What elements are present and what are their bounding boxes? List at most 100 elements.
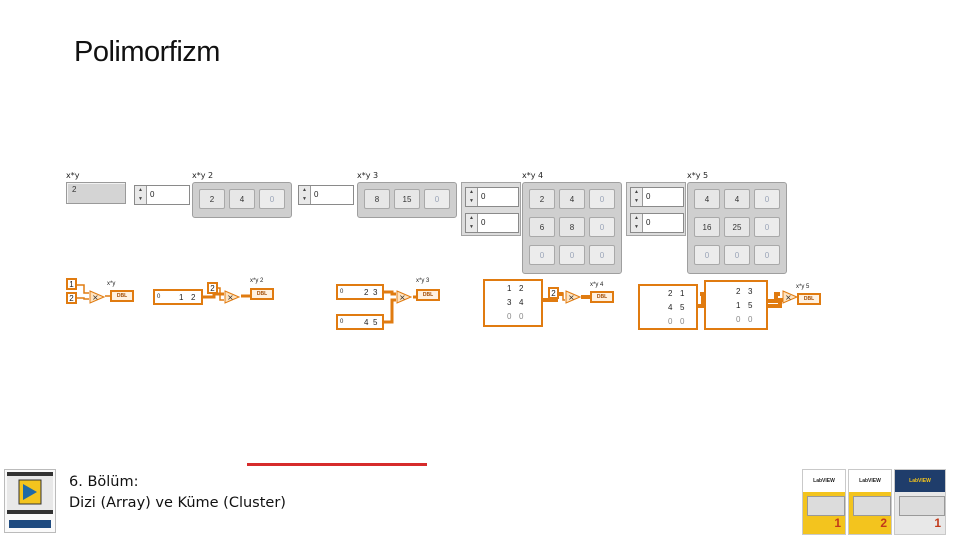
terminal-label: x*y 5 — [796, 284, 810, 290]
array-cell: 16 — [694, 217, 720, 237]
svg-text:×: × — [568, 293, 575, 302]
array-cell: 0 — [694, 245, 720, 265]
row-index-control[interactable]: ▲▼ 0 — [630, 187, 684, 207]
index-value: 0 — [314, 190, 319, 199]
numeric-constant[interactable]: 2 — [66, 292, 77, 304]
index-value: 0 — [646, 218, 651, 227]
indicator-label: x*y — [66, 171, 80, 180]
array-cell: 0 — [589, 245, 615, 265]
book-brand: LabVIEW — [803, 470, 845, 492]
book-number: 1 — [834, 516, 841, 530]
spinner-icon[interactable]: ▲▼ — [466, 188, 478, 206]
indicator-terminal[interactable]: DBL — [110, 290, 134, 302]
array-cell: 15 — [394, 189, 420, 209]
array-cell: 4 — [724, 189, 750, 209]
array-element: 3 — [507, 298, 512, 307]
book-cover: LabVIEW 2 — [848, 469, 892, 535]
index-value: 0 — [646, 192, 651, 201]
array-element: 0 — [736, 315, 741, 324]
array-constant[interactable]: 0 1 2 — [153, 289, 203, 305]
array-cell: 0 — [559, 245, 585, 265]
terminal-label: x*y — [107, 281, 116, 287]
2d-array-constant[interactable]: 1 2 3 4 0 0 — [483, 279, 543, 327]
array-cell: 4 — [559, 189, 585, 209]
array-constant[interactable]: 0 2 3 — [336, 284, 384, 300]
spinner-icon[interactable]: ▲▼ — [299, 186, 311, 204]
multiply-icon[interactable]: × — [89, 290, 105, 304]
numeric-constant[interactable]: 2 — [207, 282, 218, 294]
array-index: 0 — [340, 289, 344, 295]
array-element: 0 — [668, 317, 673, 326]
numeric-constant[interactable]: 1 — [66, 278, 77, 290]
spinner-icon[interactable]: ▲▼ — [631, 188, 643, 206]
column-index-control[interactable]: ▲▼ 0 — [630, 213, 684, 233]
row-index-control[interactable]: ▲▼ 0 — [465, 187, 519, 207]
array-cell: 0 — [529, 245, 555, 265]
multiply-icon[interactable]: × — [782, 290, 798, 304]
array-element: 2 — [736, 287, 741, 296]
array-cell: 2 — [199, 189, 225, 209]
chapter-number: 6. Bölüm: — [69, 474, 139, 490]
labview-logo — [4, 469, 56, 533]
array-cell: 4 — [694, 189, 720, 209]
array-element: 4 — [519, 298, 524, 307]
index-controls: ▲▼ 0 ▲▼ 0 — [461, 182, 521, 236]
spinner-icon[interactable]: ▲▼ — [466, 214, 478, 232]
array-cell: 8 — [559, 217, 585, 237]
index-control[interactable]: ▲▼ 0 — [134, 185, 190, 205]
array-element: 2 — [519, 284, 524, 293]
index-controls: ▲▼ 0 ▲▼ 0 — [626, 182, 686, 236]
indicator-terminal[interactable]: DBL — [250, 288, 274, 300]
array-element: 5 — [748, 301, 753, 310]
array-cell: 0 — [754, 245, 780, 265]
array-element: 0 — [748, 315, 753, 324]
array-cell: 0 — [259, 189, 285, 209]
array-element: 1 — [736, 301, 741, 310]
index-control[interactable]: ▲▼ 0 — [298, 185, 354, 205]
array-constant[interactable]: 0 4 5 — [336, 314, 384, 330]
book-cover: LabVIEW 1 — [802, 469, 846, 535]
book-brand: LabVIEW — [849, 470, 891, 492]
multiply-icon[interactable]: × — [565, 290, 581, 304]
svg-text:×: × — [92, 293, 99, 302]
array-index: 0 — [157, 294, 161, 300]
indicator-terminal[interactable]: DBL — [416, 289, 440, 301]
array-cell: 25 — [724, 217, 750, 237]
multiply-icon[interactable]: × — [224, 290, 240, 304]
numeric-constant[interactable]: 2 — [548, 287, 559, 299]
array-label: x*y 3 — [357, 171, 379, 180]
column-index-control[interactable]: ▲▼ 0 — [465, 213, 519, 233]
array-element: 2 — [668, 289, 673, 298]
array-element: 3 — [373, 288, 378, 297]
array-element: 1 — [680, 289, 685, 298]
array-cell: 0 — [754, 189, 780, 209]
array-cell: 2 — [529, 189, 555, 209]
array-element: 0 — [680, 317, 685, 326]
multiply-icon[interactable]: × — [396, 290, 412, 304]
array-label: x*y 2 — [192, 171, 214, 180]
svg-text:×: × — [785, 293, 792, 302]
indicator-terminal[interactable]: DBL — [797, 293, 821, 305]
spinner-icon[interactable]: ▲▼ — [135, 186, 147, 204]
slide-title: Polimorfizm — [74, 36, 220, 68]
2d-array-constant[interactable]: 2 3 1 5 0 0 — [704, 280, 768, 330]
2d-array-indicator: 2 4 0 6 8 0 0 0 0 — [522, 182, 622, 274]
book-cover: LabVIEW 1 — [894, 469, 946, 535]
chapter-title: Dizi (Array) ve Küme (Cluster) — [69, 495, 286, 511]
array-element: 0 — [507, 312, 512, 321]
array-index: 0 — [340, 319, 344, 325]
array-label: x*y 4 — [522, 171, 544, 180]
svg-text:×: × — [399, 293, 406, 302]
spinner-icon[interactable]: ▲▼ — [631, 214, 643, 232]
array-indicator: 2 4 0 — [192, 182, 292, 218]
array-cell: 6 — [529, 217, 555, 237]
2d-array-indicator: 4 4 0 16 25 0 0 0 0 — [687, 182, 787, 274]
array-indicator: 8 15 0 — [357, 182, 457, 218]
array-cell: 0 — [589, 217, 615, 237]
array-element: 4 — [364, 318, 369, 327]
index-value: 0 — [481, 192, 486, 201]
array-cell: 8 — [364, 189, 390, 209]
2d-array-constant[interactable]: 2 1 4 5 0 0 — [638, 284, 698, 330]
indicator-terminal[interactable]: DBL — [590, 291, 614, 303]
